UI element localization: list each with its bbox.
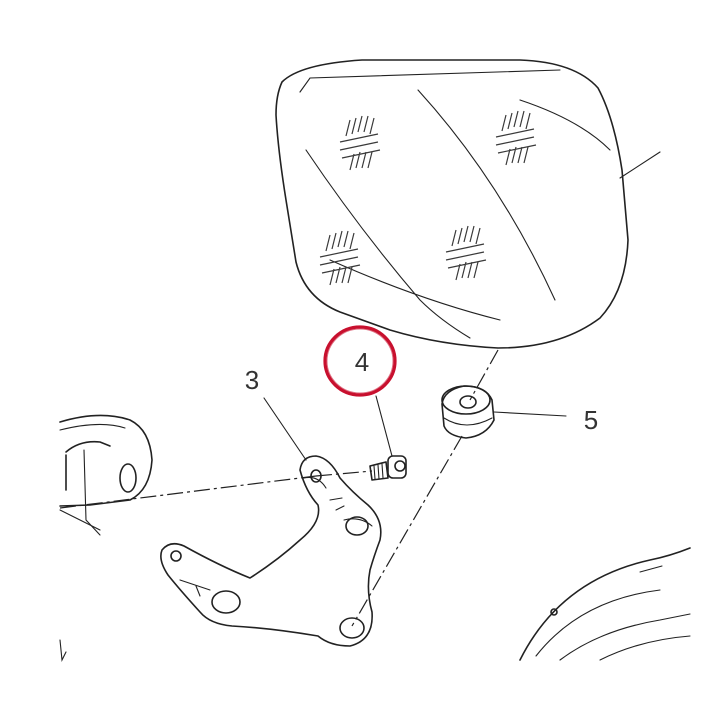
seat-seam bbox=[417, 89, 556, 301]
bracket-hole bbox=[211, 590, 241, 614]
callout-label-5: 5 bbox=[584, 405, 598, 435]
callout-label-4: 4 bbox=[355, 347, 369, 377]
seat-seam bbox=[305, 149, 471, 339]
rubber-grommet bbox=[441, 385, 495, 439]
left-frame-part bbox=[59, 414, 153, 662]
assembly-line bbox=[469, 349, 499, 401]
bracket bbox=[160, 455, 382, 647]
callout-leaders bbox=[263, 395, 567, 461]
seat-texture-pattern bbox=[445, 225, 487, 281]
seat-cover bbox=[275, 59, 661, 349]
assembly-line bbox=[315, 470, 373, 477]
seat-leader bbox=[619, 151, 661, 179]
assembly-line bbox=[59, 475, 317, 509]
bracket-hole bbox=[170, 550, 182, 562]
seat-texture-pattern bbox=[495, 110, 537, 166]
highlight-ring bbox=[323, 325, 397, 397]
leader-line-4 bbox=[375, 395, 393, 457]
screw bbox=[369, 455, 407, 481]
leader-line-5 bbox=[493, 411, 567, 417]
seat-seam bbox=[329, 259, 501, 321]
seat-texture-pattern bbox=[339, 115, 381, 171]
seat-seam bbox=[299, 69, 561, 93]
assembly-line bbox=[351, 435, 463, 627]
seat-seam bbox=[519, 99, 611, 151]
right-body-part bbox=[519, 547, 691, 661]
assembly-lines bbox=[59, 349, 499, 627]
seat-texture-pattern bbox=[319, 230, 361, 286]
seat-cover-outline bbox=[275, 59, 629, 349]
bracket-hole bbox=[345, 516, 369, 536]
leader-line-3 bbox=[263, 397, 307, 461]
bracket-hole bbox=[339, 617, 365, 639]
callout-label-3: 3 bbox=[245, 365, 259, 395]
